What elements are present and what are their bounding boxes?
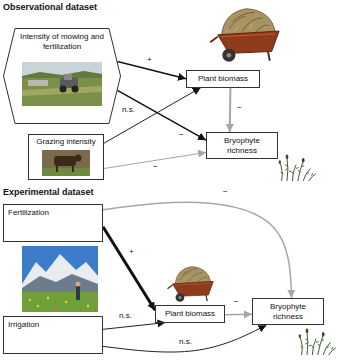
process-box: Fertilization: [3, 204, 103, 242]
node-text: Irrigation: [8, 320, 98, 330]
node-text: Bryophyte richness: [211, 136, 273, 155]
edge-label: +: [146, 56, 153, 65]
process-box: Irrigation: [3, 316, 103, 354]
section-heading: Experimental dataset: [3, 187, 94, 197]
process-box: Grazing intensity: [28, 134, 104, 180]
connector: [103, 323, 166, 330]
process-box: Bryophyte richness: [252, 298, 324, 325]
edge-label: −: [178, 131, 185, 140]
edge-label: −: [233, 298, 240, 307]
hexagon-node: Intensity of mowing and fertilization: [3, 28, 121, 124]
connector: [103, 325, 266, 352]
connector: [225, 314, 252, 316]
connector: [229, 88, 232, 132]
section-heading: Observational dataset: [3, 2, 97, 12]
meadow-photo: [22, 246, 98, 312]
node-text: Plant biomass: [190, 74, 256, 84]
node-text: Bryophyte richness: [257, 302, 319, 321]
mowing-photo: [22, 62, 102, 106]
connector: [103, 227, 155, 310]
grazing-photo: [42, 150, 90, 176]
process-box: Plant biomass: [155, 305, 225, 323]
process-box: Bryophyte richness: [206, 132, 278, 159]
hexagon-shape: [4, 29, 121, 124]
edge-label: n.s.: [118, 312, 133, 321]
moss-bottom: [299, 328, 336, 355]
node-text: Grazing intensity: [32, 137, 100, 147]
moss-top: [279, 154, 316, 181]
edge-label: −: [236, 104, 243, 113]
edge-label: n.s.: [121, 106, 136, 115]
edge-label: n.s.: [178, 338, 193, 347]
edge-label: −: [152, 163, 159, 172]
connector: [104, 88, 201, 144]
wheelbarrow-bottom: [168, 266, 214, 301]
edge-label: +: [128, 248, 135, 257]
edge-label: −: [222, 188, 229, 197]
node-text: Plant biomass: [159, 309, 221, 319]
node-text: Intensity of mowing and fertilization: [19, 32, 105, 51]
connector: [103, 202, 292, 298]
wheelbarrow-top: [210, 9, 279, 62]
process-box: Plant biomass: [186, 70, 260, 88]
connector: [117, 90, 206, 140]
node-text: Fertilization: [8, 208, 98, 218]
